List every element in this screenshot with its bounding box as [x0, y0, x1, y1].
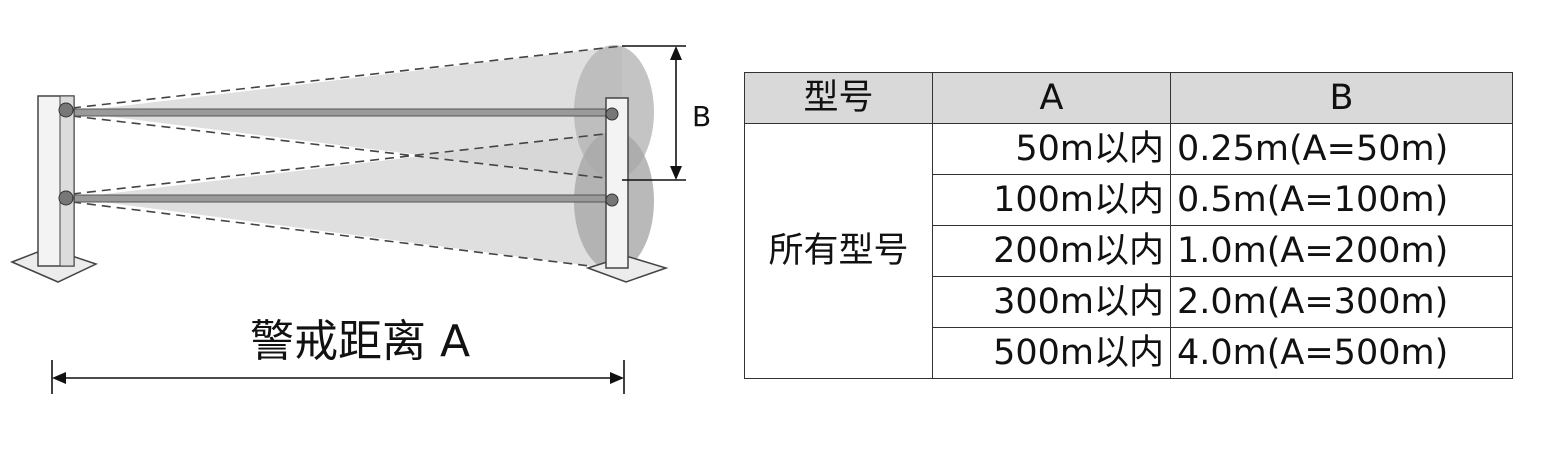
table-row: 300m以内 2.0m(A=300m): [745, 276, 1513, 328]
lower-beam-rod: [71, 194, 613, 203]
cell-a: 50m以内: [932, 123, 1171, 175]
cell-b: 1.0m(A=200m): [1170, 225, 1513, 277]
cell-b: 0.5m(A=100m): [1170, 174, 1513, 226]
header-model: 型号: [744, 72, 933, 124]
table-header-row: 型号 A B: [744, 72, 1513, 124]
upper-beam-edge-bottom: [71, 115, 623, 181]
right-lower-sensor: [605, 193, 619, 207]
left-upper-sensor: [58, 102, 74, 118]
b-dim-arrow-bottom: [670, 166, 682, 180]
cell-a: 200m以内: [932, 225, 1171, 277]
cell-a: 100m以内: [932, 174, 1171, 226]
distance-label: 警戒距离 A: [250, 316, 471, 367]
cell-b: 2.0m(A=300m): [1170, 276, 1513, 328]
header-a: A: [932, 72, 1171, 124]
upper-beam-edge-top: [71, 45, 623, 109]
table-row: 所有型号 50m以内 0.25m(A=50m): [744, 123, 1513, 379]
right-upper-sensor: [605, 107, 619, 121]
left-lower-sensor: [58, 190, 74, 206]
header-b: B: [1170, 72, 1513, 124]
spec-table: 型号 A B 所有型号 50m以内 0.25m(A=50m) 100m以内 0.…: [744, 72, 1513, 379]
b-dimension-label: B: [692, 100, 712, 133]
table-row: 500m以内 4.0m(A=500m): [745, 327, 1513, 379]
cell-b: 0.25m(A=50m): [1170, 123, 1513, 175]
cell-a: 500m以内: [932, 327, 1171, 379]
model-cell: 所有型号: [744, 123, 933, 379]
a-dim-arrow-right: [610, 372, 624, 384]
upper-beam-rod: [71, 108, 613, 117]
cell-b: 4.0m(A=500m): [1170, 327, 1513, 379]
cell-a: 300m以内: [932, 276, 1171, 328]
lower-beam-edge-bottom: [71, 201, 623, 271]
a-dim-arrow-left: [52, 372, 66, 384]
beam-diagram: [10, 45, 686, 394]
lower-beam-edge-top: [71, 131, 623, 195]
right-post: [605, 97, 629, 269]
b-dim-arrow-top: [670, 46, 682, 60]
